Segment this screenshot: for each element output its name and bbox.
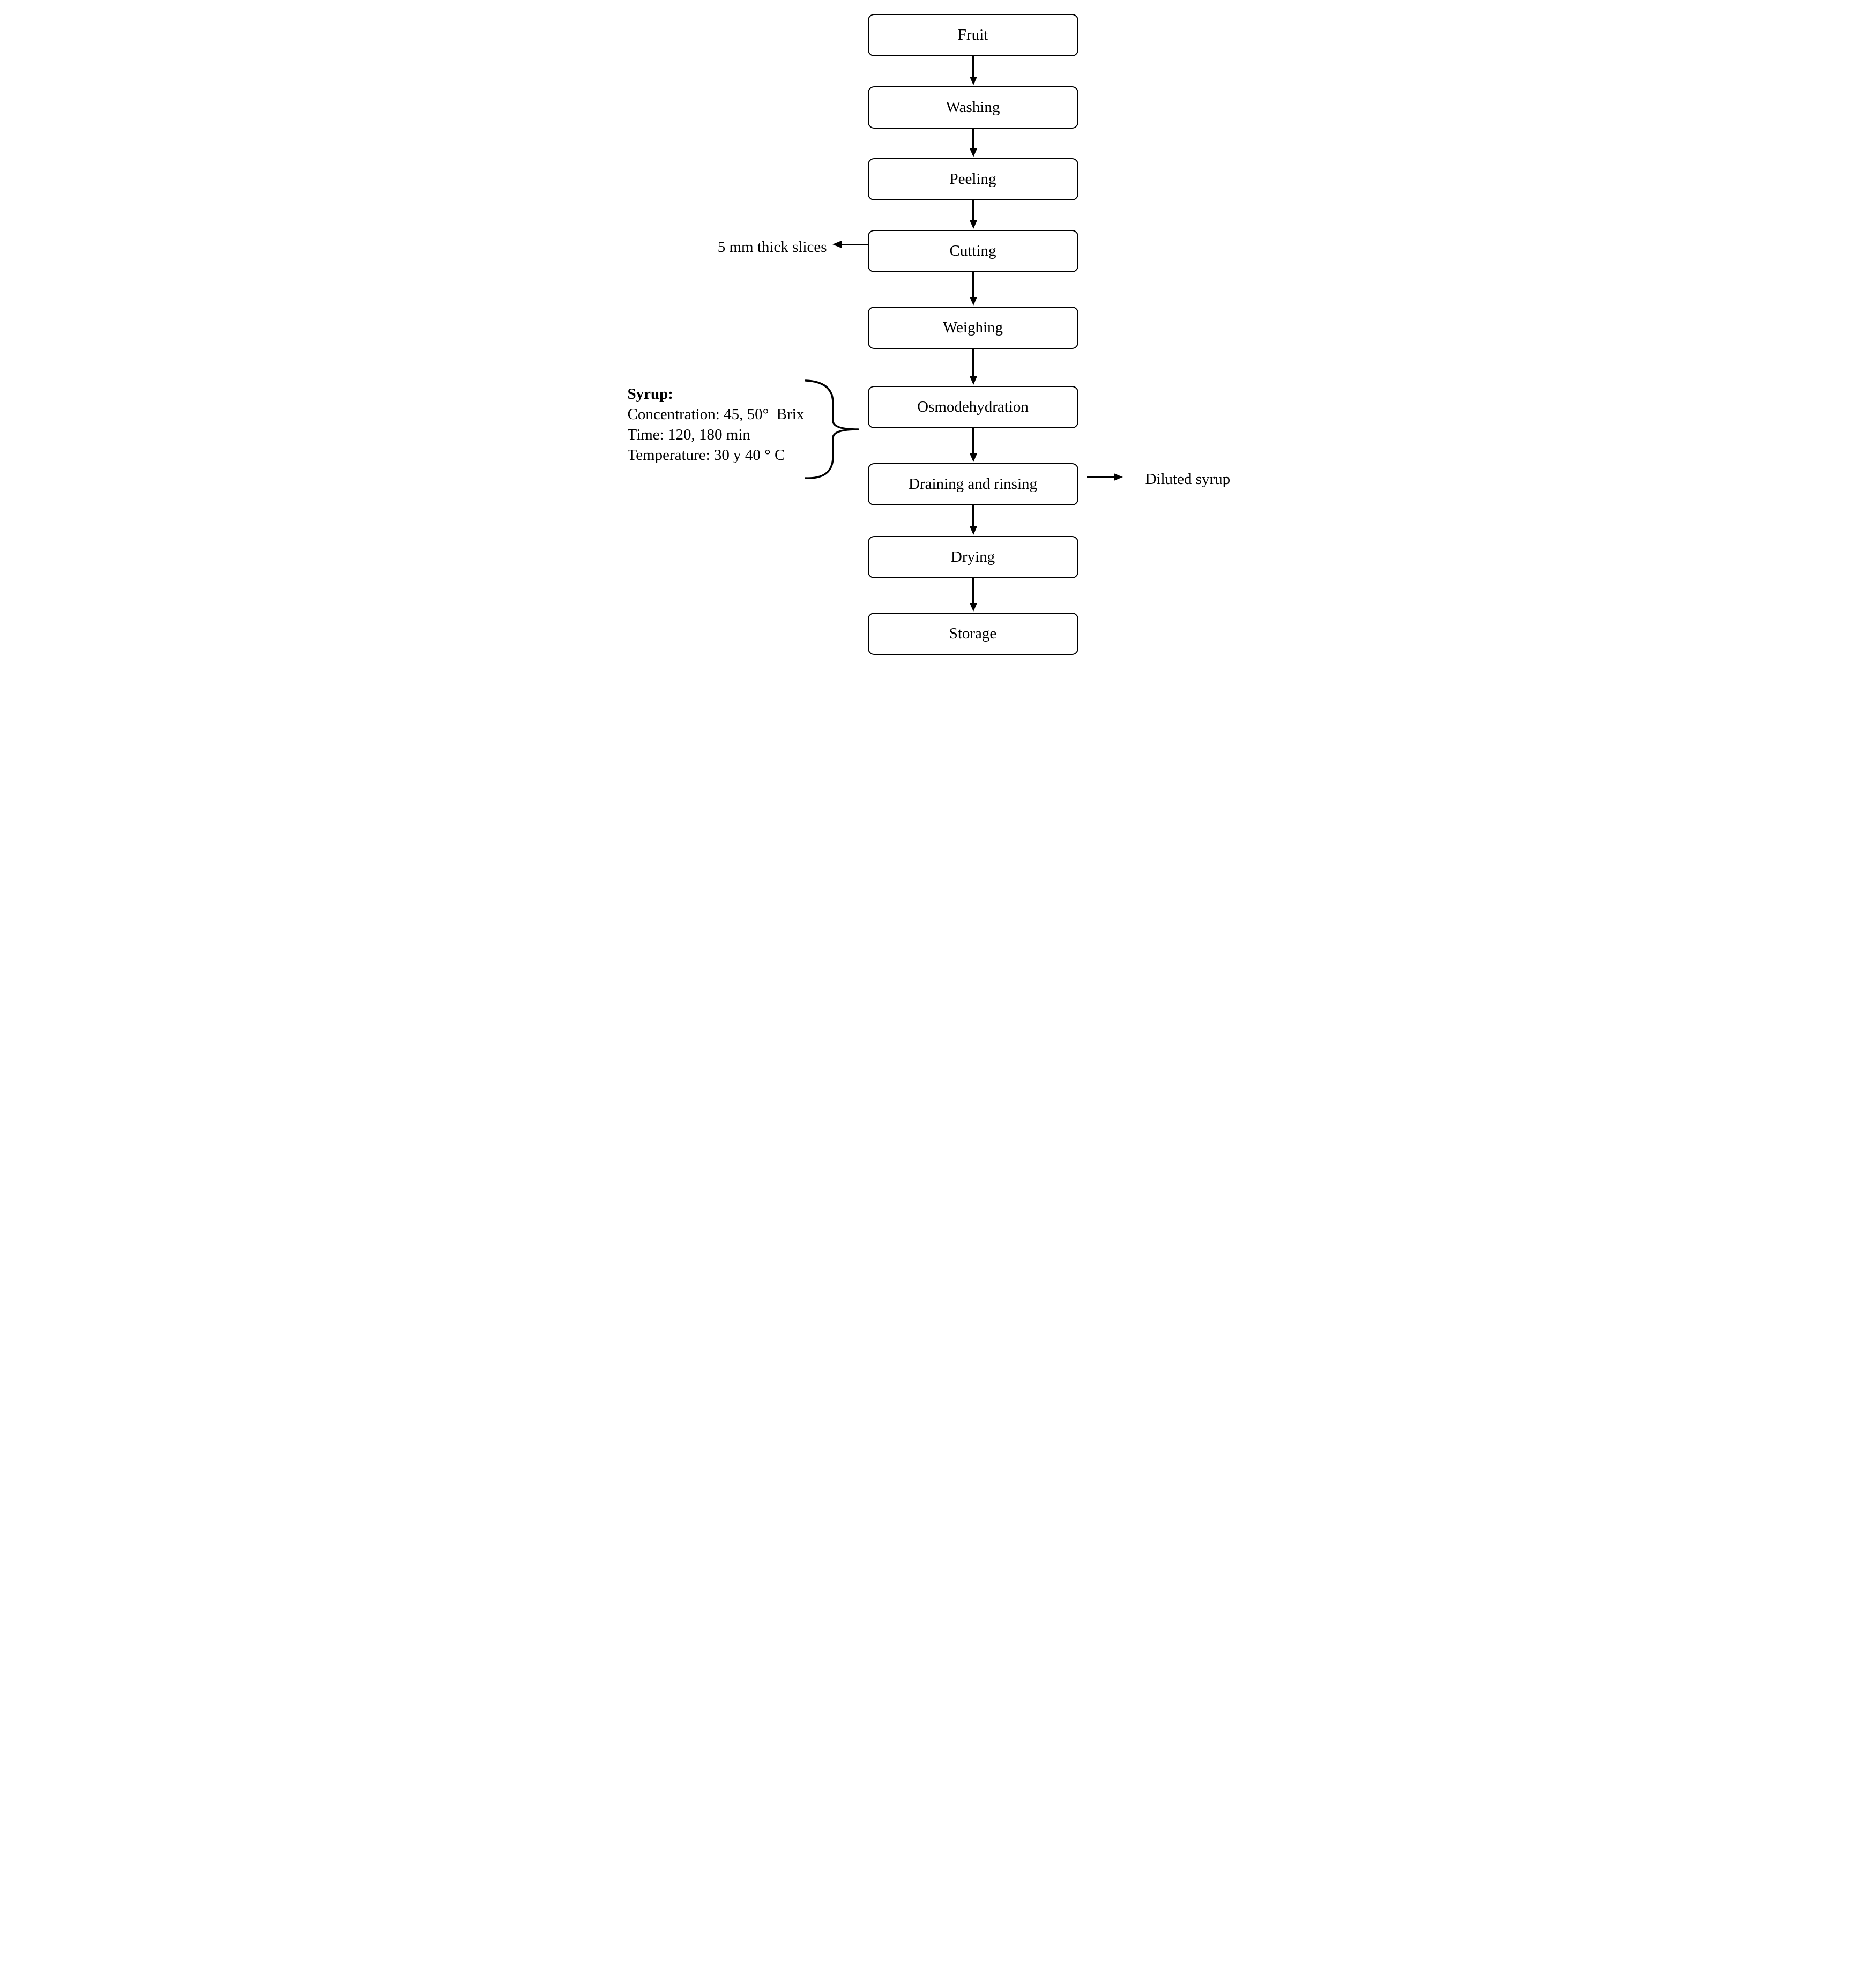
syrup-note-line-temperature: Temperature: 30 y 40 ° C — [627, 446, 785, 464]
arrow-head — [969, 526, 977, 535]
step-box-washing: Washing — [867, 86, 1078, 129]
arrow-shaft — [972, 505, 974, 526]
right-arrow-icon — [1086, 473, 1123, 481]
arrow-head — [969, 376, 977, 385]
arrow-shaft — [972, 56, 974, 77]
down-arrow-icon-5 — [969, 349, 978, 385]
arrow-head — [969, 453, 977, 462]
curly-brace-icon — [804, 379, 859, 479]
step-label-fruit: Fruit — [957, 26, 988, 43]
syrup-note-line-concentration: Concentration: 45, 50° Brix — [627, 406, 805, 423]
left-arrow-icon — [832, 240, 868, 249]
arrow-shaft — [972, 272, 974, 297]
down-arrow-icon-6 — [969, 428, 978, 462]
down-arrow-icon-4 — [969, 272, 978, 306]
step-box-weighing: Weighing — [867, 307, 1078, 349]
step-label-storage: Storage — [949, 625, 997, 642]
arrow-shaft — [972, 349, 974, 376]
arrow-shaft — [972, 578, 974, 603]
diluted-syrup-text: Diluted syrup — [1145, 471, 1231, 488]
arrow-head — [1113, 473, 1123, 481]
arrow-head — [832, 241, 842, 248]
arrow-head — [969, 148, 977, 157]
step-box-osmodehydration: Osmodehydration — [867, 386, 1078, 428]
arrow-head — [969, 603, 977, 612]
down-arrow-icon-1 — [969, 56, 978, 85]
arrow-head — [969, 77, 977, 85]
step-box-draining-and-rinsing: Draining and rinsing — [867, 463, 1078, 505]
down-arrow-icon-7 — [969, 505, 978, 535]
arrow-shaft — [841, 243, 868, 245]
step-box-cutting: Cutting — [867, 230, 1078, 272]
syrup-note-line-time: Time: 120, 180 min — [627, 426, 750, 443]
down-arrow-icon-2 — [969, 129, 978, 157]
down-arrow-icon-8 — [969, 578, 978, 612]
cutting-note-text: 5 mm thick slices — [717, 239, 827, 256]
step-label-osmodehydration: Osmodehydration — [917, 398, 1029, 415]
step-label-drying: Drying — [950, 548, 995, 565]
arrow-shaft — [972, 200, 974, 220]
syrup-note: Syrup: Concentration: 45, 50° Brix Time:… — [628, 384, 805, 465]
step-box-drying: Drying — [867, 536, 1078, 578]
arrow-head — [969, 297, 977, 306]
arrow-shaft — [972, 129, 974, 148]
step-label-cutting: Cutting — [949, 242, 996, 259]
syrup-note-title: Syrup: — [627, 385, 673, 403]
arrow-head — [969, 220, 977, 229]
down-arrow-icon-3 — [969, 200, 978, 229]
flowchart: Fruit Washing Peeling Cutting 5 mm thick… — [617, 0, 1236, 662]
step-label-draining-and-rinsing: Draining and rinsing — [908, 475, 1037, 493]
step-label-peeling: Peeling — [949, 170, 996, 188]
step-label-washing: Washing — [946, 99, 1000, 116]
step-box-storage: Storage — [867, 613, 1078, 655]
arrow-shaft — [1086, 476, 1114, 478]
step-box-fruit: Fruit — [867, 14, 1078, 56]
step-label-weighing: Weighing — [942, 319, 1003, 336]
step-box-peeling: Peeling — [867, 158, 1078, 200]
arrow-shaft — [972, 428, 974, 453]
